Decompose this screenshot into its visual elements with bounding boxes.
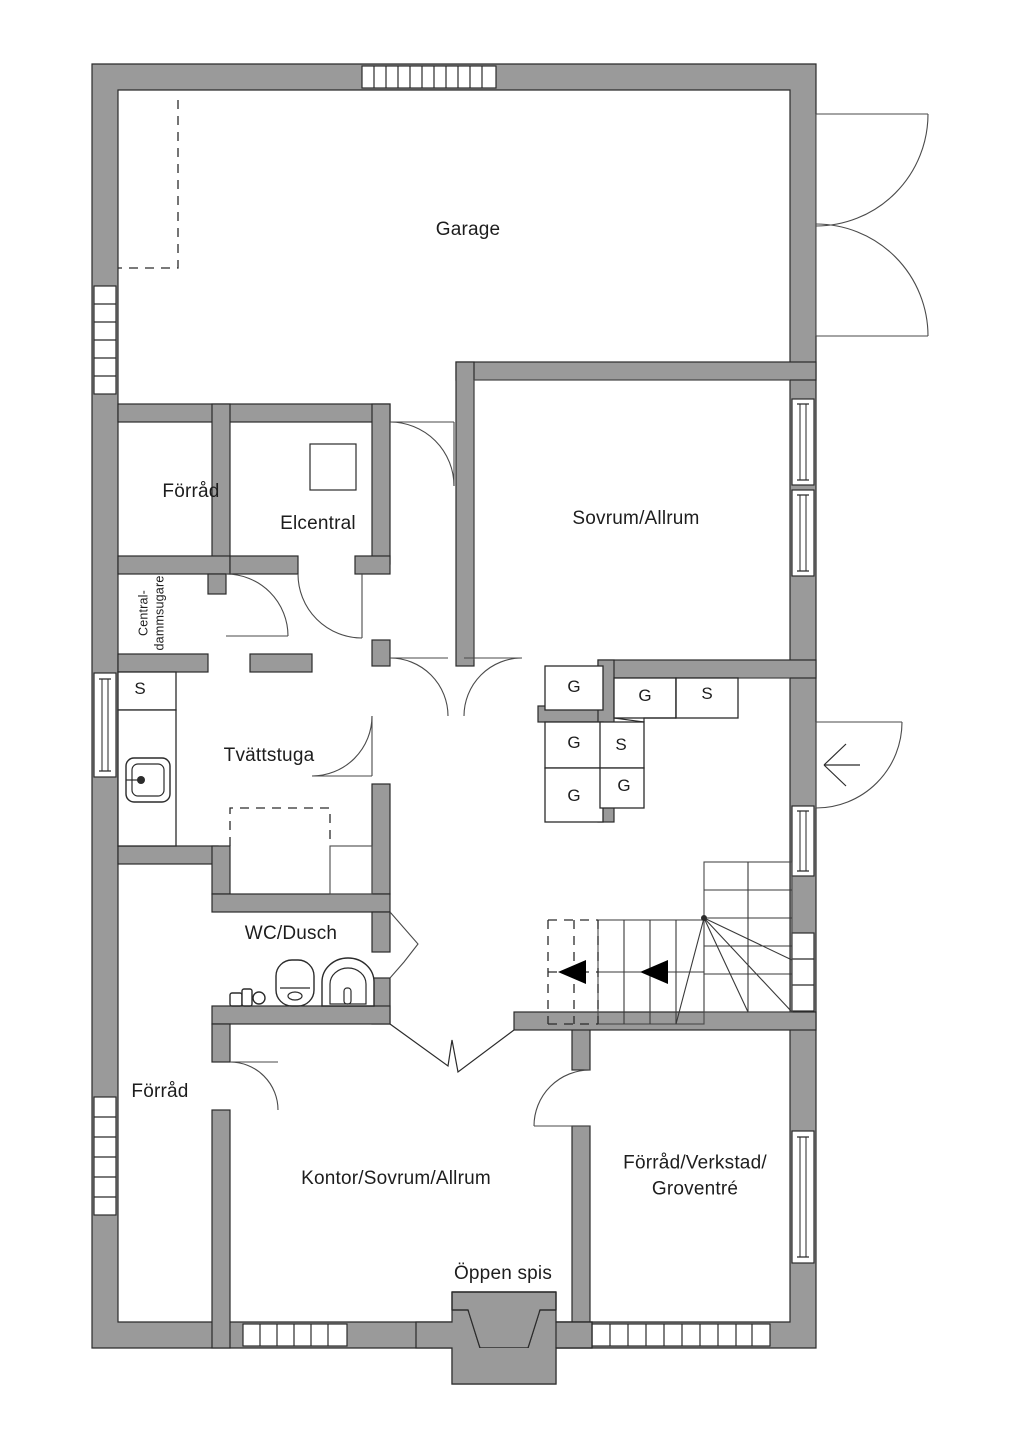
stair-direction-arrow-icon: [640, 960, 668, 984]
staircase-icon: [547, 861, 793, 1025]
interior-door-swings: [225, 421, 591, 1127]
entrance-arrow-icon: [823, 743, 860, 787]
garage-dashed-outline: [118, 100, 179, 269]
bottom-wall-window-band-right: [591, 1323, 771, 1347]
entry-door: [815, 721, 903, 809]
garage-door-opening: [815, 113, 929, 337]
toilet-icon: [275, 959, 315, 1007]
kitchen-cabinets: [544, 665, 739, 823]
room-outlines: [473, 379, 790, 679]
break-lines: [389, 1023, 515, 1074]
window-right-lower-1: [791, 805, 815, 877]
washbasin-icon: [321, 957, 375, 1007]
window-right-stair-band: [791, 932, 815, 1012]
window-right-lower-2: [791, 1130, 815, 1264]
window-right-upper-2: [791, 489, 815, 577]
left-wall-window-band-lower: [93, 1096, 117, 1216]
bottom-wall-window-band-left: [242, 1323, 348, 1347]
electrical-panel-icon: [309, 443, 357, 491]
bathroom-accessory-icon: [229, 988, 266, 1007]
stair-direction-arrow-icon: [558, 960, 586, 984]
wc-dusch-fixtures: [229, 957, 375, 1007]
left-wall-window-band-upper: [93, 285, 117, 395]
interior-walls: [117, 361, 817, 1349]
window-right-upper-1: [791, 398, 815, 486]
top-wall-window-band: [361, 65, 497, 89]
fireplace-icon: [415, 1291, 593, 1385]
tvattstuga-fixtures: [117, 671, 373, 895]
window-left-tvattstuga: [93, 672, 117, 778]
sink-icon: [125, 757, 171, 803]
